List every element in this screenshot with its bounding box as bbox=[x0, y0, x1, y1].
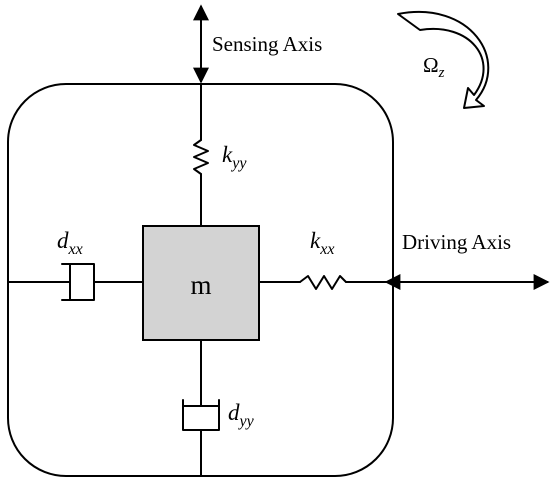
sensing-axis-label: Sensing Axis bbox=[212, 32, 322, 56]
k-yy-label: kyy bbox=[222, 142, 247, 172]
driving-axis-label: Driving Axis bbox=[402, 230, 511, 254]
d-xx-label: dxx bbox=[57, 228, 83, 258]
rotation-arrow-icon bbox=[397, 11, 490, 109]
damper-d-xx bbox=[7, 263, 144, 301]
d-yy-label: dyy bbox=[228, 400, 255, 430]
mass-block bbox=[142, 225, 260, 341]
spring-k-yy bbox=[193, 83, 209, 227]
mass-label: m bbox=[190, 270, 211, 300]
k-xx-label: kxx bbox=[310, 228, 334, 258]
spring-k-xx bbox=[258, 275, 387, 290]
omega-label: Ωz bbox=[423, 53, 445, 81]
damper-d-yy bbox=[182, 339, 220, 477]
